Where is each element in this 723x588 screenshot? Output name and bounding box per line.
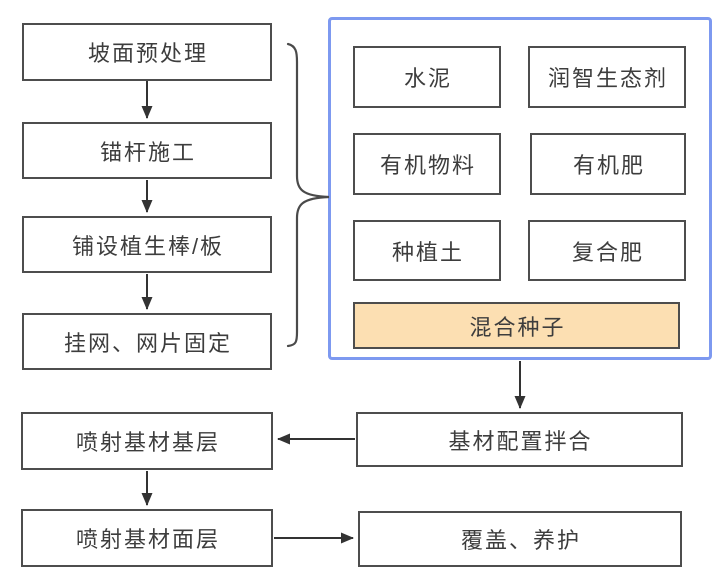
material-planting-soil: 种植土 xyxy=(353,220,501,281)
material-mixed-seeds-highlighted: 混合种子 xyxy=(353,302,680,349)
node-anchor-construction: 锚杆施工 xyxy=(22,122,272,179)
materials-panel: 水泥 润智生态剂 有机物料 有机肥 种植土 复合肥 混合种子 xyxy=(328,17,712,360)
grouping-brace xyxy=(286,42,330,348)
node-spray-substrate-base: 喷射基材基层 xyxy=(21,412,273,470)
material-runzhi-eco-agent: 润智生态剂 xyxy=(528,46,686,108)
material-organic-matter: 有机物料 xyxy=(353,133,501,195)
node-spray-substrate-surface: 喷射基材面层 xyxy=(21,509,273,567)
material-compound-fertilizer: 复合肥 xyxy=(528,220,686,281)
node-cover-maintenance: 覆盖、养护 xyxy=(358,511,682,567)
material-organic-fertilizer: 有机肥 xyxy=(530,133,686,195)
node-net-hanging-fixing: 挂网、网片固定 xyxy=(22,313,272,370)
node-substrate-mixing: 基材配置拌合 xyxy=(356,412,683,467)
node-slope-pretreatment: 坡面预处理 xyxy=(22,23,272,81)
material-cement: 水泥 xyxy=(353,46,501,108)
node-vegetation-board-laying: 铺设植生棒/板 xyxy=(22,216,272,273)
